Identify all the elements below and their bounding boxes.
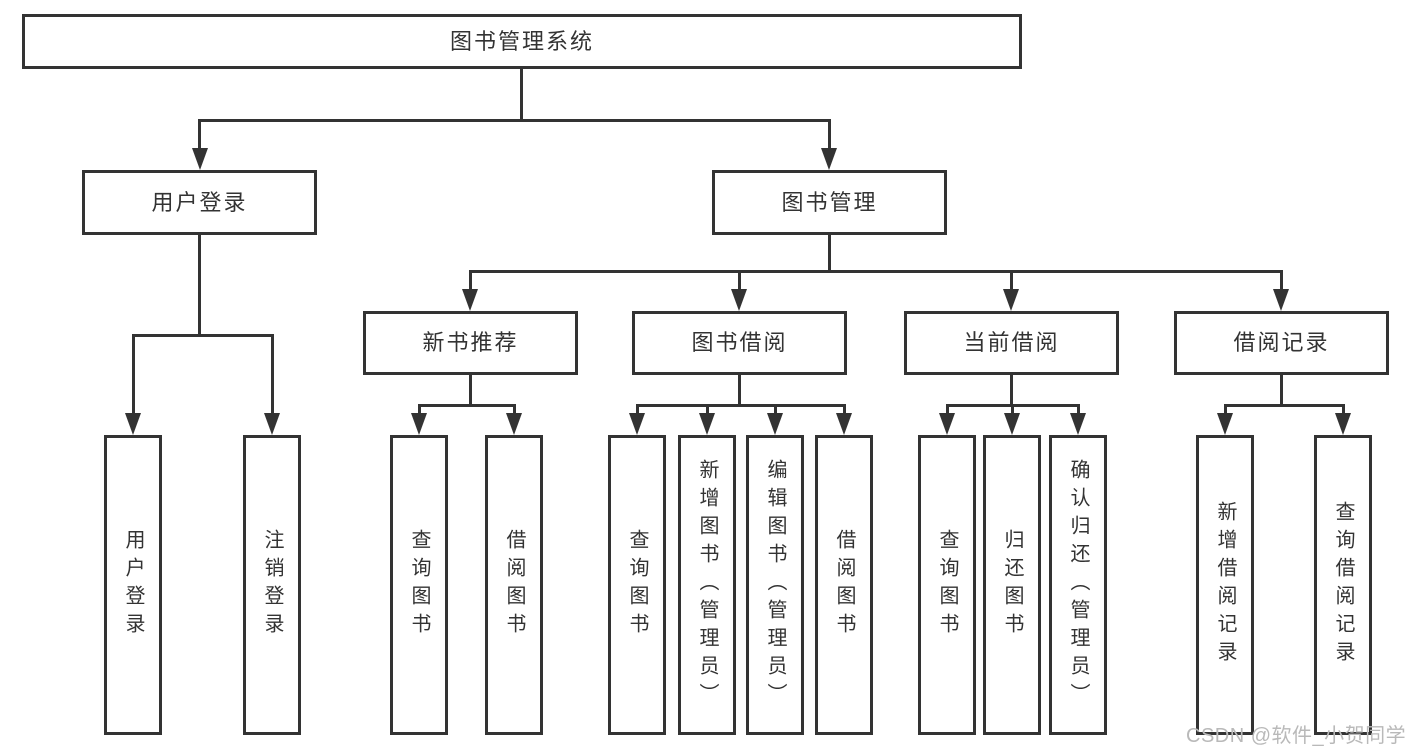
- node-user-login: 用户登录: [82, 170, 317, 235]
- node-query-books-recommend: 查询图书: [390, 435, 448, 735]
- connector-leaf-drop: [271, 334, 274, 414]
- connector-leaf-drop: [132, 334, 135, 414]
- arrow-down-icon: [731, 289, 747, 311]
- node-borrowing-records: 借阅记录: [1174, 311, 1389, 375]
- arrow-down-icon: [264, 413, 280, 435]
- connector-leaf-drop: [946, 404, 949, 414]
- node-return-books: 归还图书: [983, 435, 1041, 735]
- connector-l3-stem: [738, 375, 741, 406]
- node-query-books-current: 查询图书: [918, 435, 976, 735]
- connector-level3-drop: [1280, 270, 1283, 292]
- node-book-borrowing: 图书借阅: [632, 311, 847, 375]
- arrow-down-icon: [1070, 413, 1086, 435]
- connector-l3-stem: [469, 375, 472, 406]
- arrow-down-icon: [1335, 413, 1351, 435]
- node-add-book-admin: 新增图书（管理员）: [678, 435, 736, 735]
- arrow-down-icon: [767, 413, 783, 435]
- node-current-borrowing: 当前借阅: [904, 311, 1119, 375]
- node-add-borrow-record: 新增借阅记录: [1196, 435, 1254, 735]
- node-edit-book-admin: 编辑图书（管理员）: [746, 435, 804, 735]
- connector-leaf-drop: [843, 404, 846, 414]
- arrow-down-icon: [1004, 413, 1020, 435]
- node-library-management-system: 图书管理系统: [22, 14, 1022, 69]
- connector-level3-rail: [469, 270, 1283, 273]
- node-borrow-books-borrowing: 借阅图书: [815, 435, 873, 735]
- node-user-login-leaf: 用户登录: [104, 435, 162, 735]
- connector-group-rail: [418, 404, 515, 407]
- connector-leaf-drop: [636, 404, 639, 414]
- connector-group-rail: [1224, 404, 1344, 407]
- arrow-down-icon: [1217, 413, 1233, 435]
- connector-level3-drop: [1010, 270, 1013, 292]
- node-new-book-recommendation: 新书推荐: [363, 311, 578, 375]
- arrow-down-icon: [836, 413, 852, 435]
- arrow-down-icon: [939, 413, 955, 435]
- connector-leaf-drop: [1224, 404, 1227, 414]
- connector-leaf-drop: [774, 404, 777, 414]
- connector-root-stem: [520, 69, 523, 121]
- node-confirm-return-admin: 确认归还（管理员）: [1049, 435, 1107, 735]
- arrow-down-icon: [1003, 289, 1019, 311]
- arrow-down-icon: [506, 413, 522, 435]
- connector-l3-stem: [1010, 375, 1013, 406]
- arrow-down-icon: [629, 413, 645, 435]
- connector-leaf-drop: [1077, 404, 1080, 414]
- connector-book-management-drop: [828, 119, 831, 149]
- arrow-down-icon: [821, 148, 837, 170]
- connector-user-login-drop: [198, 119, 201, 149]
- node-borrow-books-recommend: 借阅图书: [485, 435, 543, 735]
- connector-leaf-drop: [706, 404, 709, 414]
- connector-group-rail: [636, 404, 845, 407]
- connector-leaf-drop: [513, 404, 516, 414]
- connector-user-login-rail: [132, 334, 274, 337]
- node-book-management: 图书管理: [712, 170, 947, 235]
- arrow-down-icon: [192, 148, 208, 170]
- connector-leaf-drop: [418, 404, 421, 414]
- connector-level3-drop: [738, 270, 741, 292]
- connector-level2-rail: [198, 119, 831, 122]
- connector-leaf-drop: [1011, 404, 1014, 414]
- arrow-down-icon: [125, 413, 141, 435]
- node-logout: 注销登录: [243, 435, 301, 735]
- arrow-down-icon: [1273, 289, 1289, 311]
- connector-level3-drop: [469, 270, 472, 292]
- arrow-down-icon: [462, 289, 478, 311]
- node-query-borrow-record: 查询借阅记录: [1314, 435, 1372, 735]
- arrow-down-icon: [411, 413, 427, 435]
- watermark: CSDN @软件_小贺同学: [1186, 725, 1405, 747]
- connector-user-login-stem: [198, 235, 201, 336]
- node-query-books-borrowing: 查询图书: [608, 435, 666, 735]
- connector-book-management-stem: [828, 235, 831, 273]
- arrow-down-icon: [699, 413, 715, 435]
- connector-leaf-drop: [1342, 404, 1345, 414]
- connector-l3-stem: [1280, 375, 1283, 406]
